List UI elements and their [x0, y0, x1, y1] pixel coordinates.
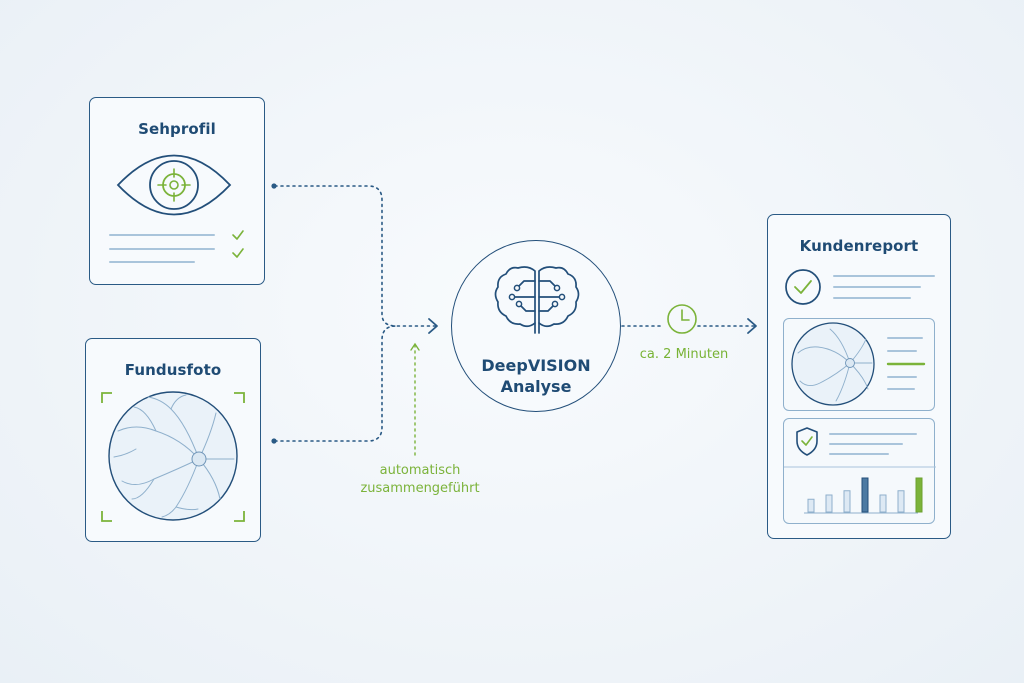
report-bar [843, 490, 851, 513]
sehprofil-card: Sehprofil [89, 97, 265, 285]
report-bar [915, 477, 923, 513]
fundus-image-icon [791, 322, 926, 406]
report-header-row [785, 269, 935, 305]
arrow-up-icon [410, 342, 420, 351]
connector-sehprofil [274, 185, 437, 327]
merge-note-line2: zusammengeführt [360, 481, 480, 496]
report-bar [861, 477, 869, 513]
report-chart-panel [783, 418, 936, 524]
check-icon [232, 230, 244, 258]
eye-target-icon [116, 154, 232, 216]
hub-title: DeepVISION [481, 356, 591, 375]
report-bar [807, 498, 815, 513]
report-bar [897, 490, 905, 513]
bar-chart-icon [807, 477, 923, 513]
deepvision-hub: DeepVISION Analyse [451, 240, 621, 412]
connector-dot [271, 438, 277, 444]
check-circle-icon [785, 269, 821, 305]
time-note: ca. 2 Minuten [639, 347, 729, 362]
connector-fundus [274, 325, 397, 442]
fundusfoto-card: Fundusfoto [85, 338, 261, 542]
connector-dot [271, 183, 277, 189]
clock-icon [667, 304, 697, 334]
kundenreport-card: Kundenreport [767, 214, 951, 539]
shield-check-icon [796, 427, 818, 456]
sehprofil-title: Sehprofil [138, 120, 216, 138]
merge-note-line1: automatisch [379, 463, 461, 478]
brain-circuit-icon [494, 266, 580, 334]
sehprofil-text-lines [109, 230, 244, 263]
arrow-right-icon [428, 318, 438, 334]
report-bar [825, 494, 833, 513]
arrow-right-icon [747, 318, 757, 334]
fundusfoto-title: Fundusfoto [124, 361, 222, 379]
fundus-image-icon [101, 391, 245, 522]
kundenreport-title: Kundenreport [799, 237, 919, 255]
hub-subtitle: Analyse [500, 377, 572, 396]
report-fundus-panel [783, 318, 935, 411]
report-bar [879, 494, 887, 513]
